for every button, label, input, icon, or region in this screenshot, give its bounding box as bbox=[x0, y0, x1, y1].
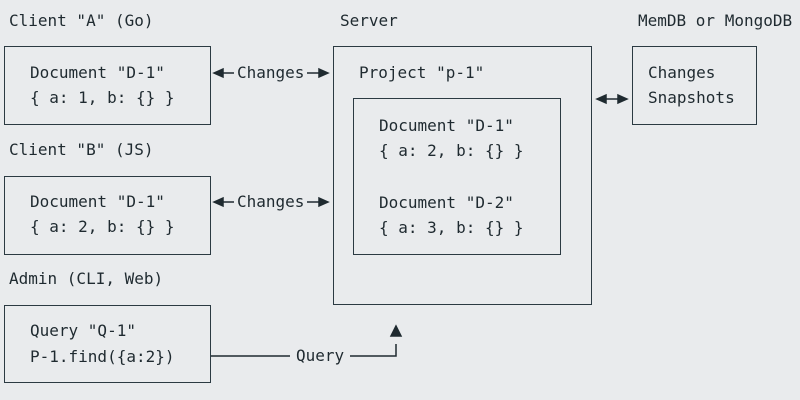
storage-line-snapshots: Snapshots bbox=[648, 88, 735, 107]
server-doc-2-title: Document "D-2" bbox=[379, 193, 514, 212]
admin-query-box: Query "Q-1" P-1.find({a:2}) bbox=[4, 305, 211, 383]
client-a-heading: Client "A" (Go) bbox=[9, 11, 154, 30]
storage-box: Changes Snapshots bbox=[632, 46, 757, 125]
client-b-changes-label: Changes bbox=[235, 192, 307, 212]
client-b-heading: Client "B" (JS) bbox=[9, 140, 154, 159]
arrowhead-left bbox=[595, 93, 607, 105]
arrowhead-left bbox=[212, 196, 224, 208]
server-doc-2-value: { a: 3, b: {} } bbox=[379, 218, 524, 237]
server-doc-1-title: Document "D-1" bbox=[379, 116, 514, 135]
admin-query-title: Query "Q-1" bbox=[30, 321, 136, 340]
server-heading: Server bbox=[340, 11, 398, 30]
client-b-document-box: Document "D-1" { a: 2, b: {} } bbox=[4, 176, 211, 255]
arrowhead-up bbox=[389, 324, 403, 337]
client-a-document-box: Document "D-1" { a: 1, b: {} } bbox=[4, 46, 211, 125]
arrowhead-right bbox=[617, 93, 629, 105]
server-box: Project "p-1" Document "D-1" { a: 2, b: … bbox=[333, 46, 592, 305]
admin-query-label: Query bbox=[294, 346, 347, 366]
admin-heading: Admin (CLI, Web) bbox=[9, 269, 164, 288]
storage-heading: MemDB or MongoDB bbox=[638, 11, 793, 30]
arrowhead-right bbox=[318, 67, 330, 79]
client-a-doc-value: { a: 1, b: {} } bbox=[30, 88, 175, 107]
server-doc-1-value: { a: 2, b: {} } bbox=[379, 141, 524, 160]
admin-query-line-right bbox=[350, 344, 397, 357]
client-b-doc-title: Document "D-1" bbox=[30, 192, 165, 211]
admin-query-expr: P-1.find({a:2}) bbox=[30, 347, 175, 366]
arrowhead-right bbox=[318, 196, 330, 208]
storage-line-changes: Changes bbox=[648, 63, 716, 82]
project-box: Document "D-1" { a: 2, b: {} } Document … bbox=[353, 98, 561, 255]
arrowhead-left bbox=[212, 67, 224, 79]
client-b-doc-value: { a: 2, b: {} } bbox=[30, 217, 175, 236]
client-a-changes-label: Changes bbox=[235, 63, 307, 83]
client-a-doc-title: Document "D-1" bbox=[30, 63, 165, 82]
project-title: Project "p-1" bbox=[359, 63, 485, 82]
